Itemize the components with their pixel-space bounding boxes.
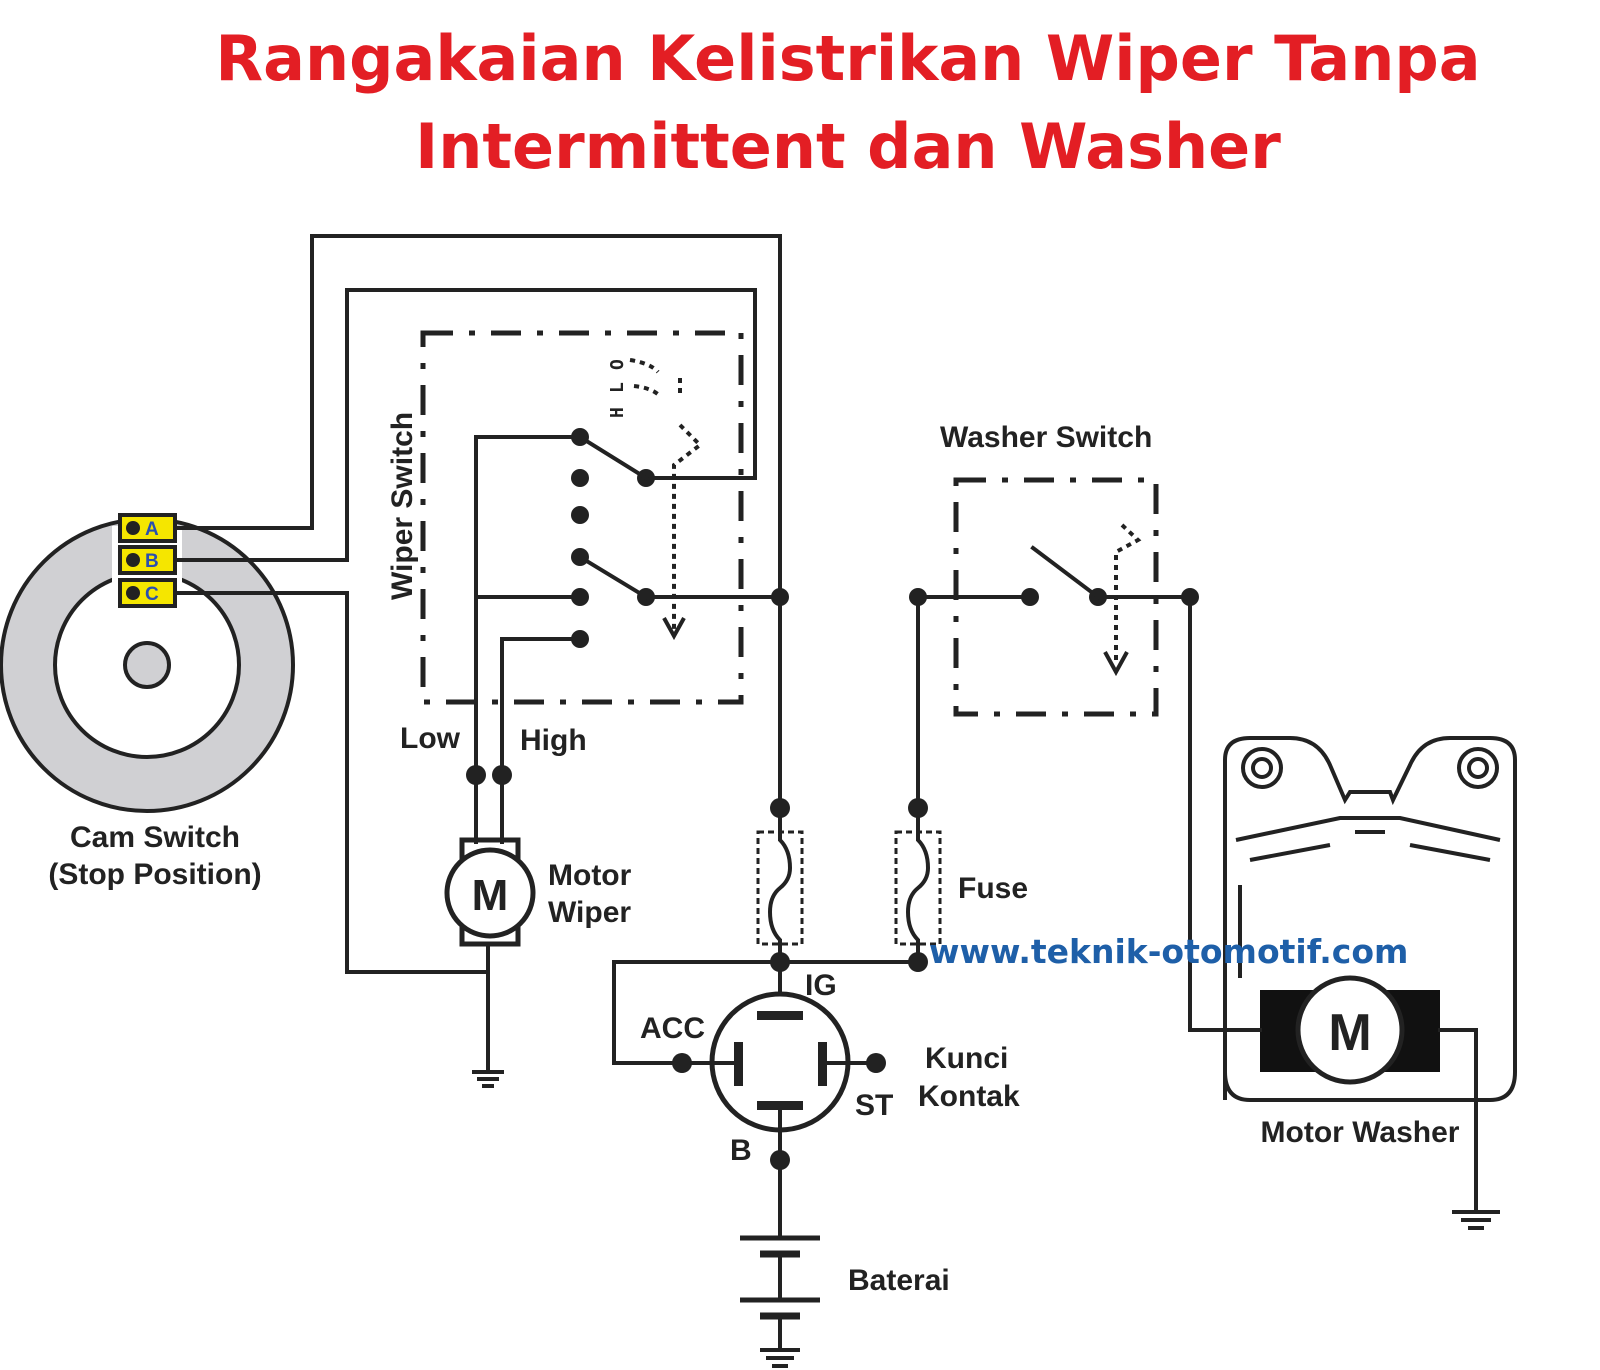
diagram-title-line-1: Rangakaian Kelistrikan Wiper Tanpa <box>215 22 1480 95</box>
wiper-motor-label: Motor <box>548 859 632 892</box>
wiper-position-o: O <box>607 359 628 370</box>
washer-motor-symbol <box>1295 975 1405 1085</box>
b-terminal <box>770 1150 790 1170</box>
high-label: High <box>520 724 587 757</box>
wire-washer-ground <box>1438 1028 1478 1214</box>
wiper-motor-wiring: Low High <box>400 435 587 844</box>
cam-switch-label: Cam Switch <box>70 821 240 854</box>
wiper-switch-actuator <box>672 423 704 630</box>
washer-switch-actuator <box>1114 523 1142 665</box>
fuse-label: Fuse <box>958 872 1028 905</box>
acc-label: ACC <box>640 1012 705 1045</box>
wire-cam-a <box>173 234 782 599</box>
wiper-contact-2 <box>571 469 589 487</box>
acc-contact <box>734 1042 743 1086</box>
cam-switch-hub <box>123 641 171 689</box>
washer-switch: Washer Switch <box>916 421 1199 717</box>
wiper-motor: M Motor Wiper <box>444 837 632 1088</box>
wiper-position-h: H <box>607 407 628 418</box>
wiper-switch: Wiper Switch H L O <box>386 330 782 705</box>
cam-terminal-a-label: A <box>145 519 159 540</box>
wiper-switch-housing <box>420 330 744 705</box>
cam-terminal-c-label: C <box>145 584 159 605</box>
low-label: Low <box>400 722 461 755</box>
wiper-blade-upper <box>577 434 649 481</box>
wire-washer-motor-feed <box>1188 595 1262 1032</box>
battery-label: Baterai <box>848 1264 950 1297</box>
wire-low <box>474 435 582 777</box>
wiper-motor-symbol <box>444 847 536 939</box>
cam-switch-wiring <box>173 234 782 974</box>
st-contact <box>818 1042 827 1086</box>
ignition-label: Kunci <box>925 1042 1008 1075</box>
ignition-sublabel: Kontak <box>918 1080 1020 1113</box>
wiper-actuator-arrowhead <box>662 617 686 641</box>
b-label: B <box>730 1134 752 1167</box>
washer-motor-label: Motor Washer <box>1261 1116 1460 1149</box>
wire-high <box>500 637 582 777</box>
wiper-contact-3 <box>571 506 589 524</box>
cam-terminal-b-label: B <box>145 551 159 572</box>
wiper-blade-lower <box>577 554 649 600</box>
wiper-motor-sublabel: Wiper <box>548 896 631 929</box>
wiper-motor-letter: M <box>472 871 509 920</box>
ig-label: IG <box>805 969 837 1002</box>
washer-motor-letter: M <box>1328 1004 1371 1062</box>
wiper-position-l: L <box>607 382 628 393</box>
watermark-url: www.teknik-otomotif.com <box>929 932 1408 971</box>
washer-blade <box>1030 545 1101 600</box>
washer-motor: M Motor Washer <box>1188 595 1517 1230</box>
wiper-fuse-icon <box>767 806 793 964</box>
washer-contact-fixed <box>1021 588 1039 606</box>
washer-switch-label: Washer Switch <box>940 421 1152 454</box>
b-contact <box>757 1101 803 1110</box>
st-terminal <box>866 1053 886 1073</box>
wire-acc <box>612 960 782 1065</box>
diagram-title-line-2: Intermittent dan Washer <box>415 110 1281 183</box>
wire-cam-b <box>173 288 757 562</box>
fuse-section: Fuse <box>756 588 1028 972</box>
cam-switch-sublabel: (Stop Position) <box>48 858 261 891</box>
wiper-switch-label: Wiper Switch <box>386 412 419 600</box>
cam-switch: A B C Cam Switch (Stop Position) <box>0 513 295 891</box>
washer-fuse-icon <box>905 806 931 964</box>
ignition-switch: IG ACC ST B Kunci Kontak <box>612 960 1020 1240</box>
wire-cam-c <box>173 591 490 974</box>
battery: Baterai <box>740 1235 950 1368</box>
st-label: ST <box>855 1089 893 1122</box>
ig-contact <box>757 1011 803 1020</box>
